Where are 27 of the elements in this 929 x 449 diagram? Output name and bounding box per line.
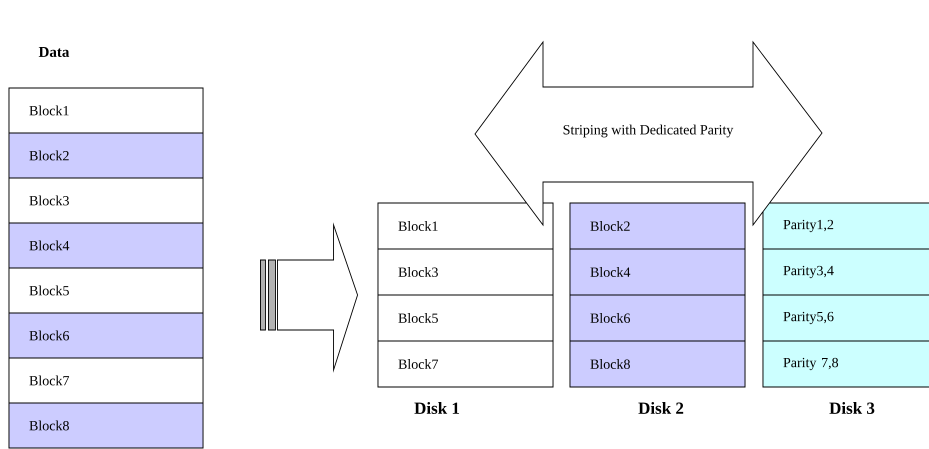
node-label: Disk 2 [638,402,684,414]
block-cell: Block1 [378,202,554,250]
parity-cell: Parity3,4 [762,248,929,296]
block-cell: Block2 [8,132,204,178]
block-cell: Block4 [570,248,746,296]
block-cell: Block8 [570,340,746,388]
block-cell: Block5 [8,268,204,314]
parity-cell: Parity 7,8 [762,340,929,388]
block-cell: Block1 [8,88,204,134]
node-label: Parity5,6 [783,312,834,324]
block-cell: Block6 [570,294,746,342]
block-cell: Block3 [8,178,204,224]
block-cell: Block7 [8,358,204,404]
block-cell: Block7 [378,340,554,388]
node-label: Disk 1 [414,402,460,414]
block-cell: Block6 [8,312,204,358]
block-cell: Block2 [570,202,746,250]
block-cell: Block8 [8,402,204,448]
node-label: Parity3,4 [783,266,834,278]
parity-cell: Parity5,6 [762,294,929,342]
block-arrow [260,222,358,373]
node-label: Disk 3 [829,402,874,414]
parity-cell: Parity1,2 [762,202,929,250]
block-cell: Block4 [8,222,204,268]
block-cell: Block3 [378,248,554,296]
block-cell: Block5 [378,294,554,342]
node-label: Data [38,47,70,57]
